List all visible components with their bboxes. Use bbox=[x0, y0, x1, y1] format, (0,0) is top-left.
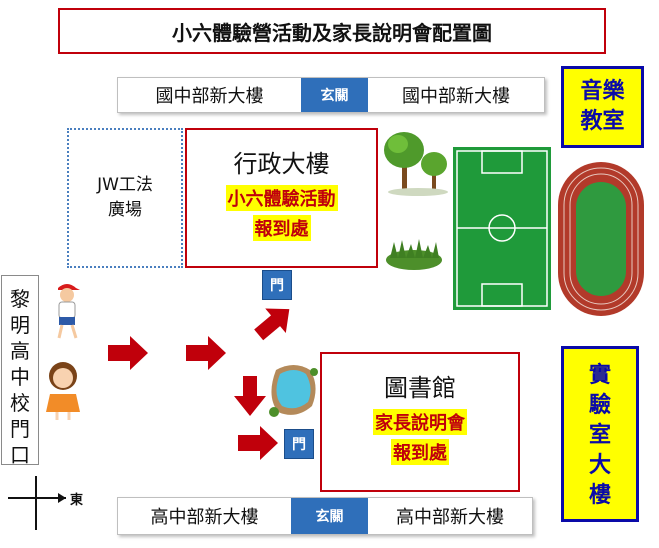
senior-high-building-left-label: 高中部新大樓 bbox=[150, 507, 259, 528]
gate-char: 校 bbox=[10, 391, 30, 415]
girl-icon bbox=[46, 362, 80, 420]
junior-high-building-right-label: 國中部新大樓 bbox=[402, 86, 510, 107]
boy-icon bbox=[57, 284, 80, 339]
arrow-right-icon bbox=[186, 336, 226, 370]
jw-plaza-line-2: 廣場 bbox=[108, 200, 142, 220]
admin-door: 門 bbox=[262, 270, 292, 300]
compass-cross-icon bbox=[8, 476, 66, 530]
soccer-field-icon bbox=[453, 147, 551, 310]
tree-icon bbox=[384, 132, 448, 196]
arrow-down-icon bbox=[234, 376, 266, 416]
admin-building: 行政大樓 小六體驗活動 報到處 bbox=[185, 128, 378, 268]
gate-char: 高 bbox=[10, 339, 30, 363]
lab-building-char: 驗 bbox=[588, 393, 611, 418]
library-checkin-label: 報到處 bbox=[391, 439, 449, 465]
senior-high-entrance: 玄關 bbox=[291, 498, 368, 534]
library-event-label: 家長說明會 bbox=[373, 409, 467, 435]
gate-char: 黎 bbox=[10, 287, 30, 311]
admin-event-label: 小六體驗活動 bbox=[225, 185, 338, 211]
music-room: 音樂 教室 bbox=[561, 66, 644, 148]
senior-high-building: 高中部新大樓 玄關 高中部新大樓 bbox=[117, 497, 533, 535]
junior-high-entrance: 玄關 bbox=[301, 78, 368, 112]
arrow-right-icon bbox=[108, 336, 148, 370]
admin-checkin-label: 報到處 bbox=[252, 215, 311, 241]
gate-char: 明 bbox=[10, 313, 30, 337]
lab-building-char: 室 bbox=[588, 423, 611, 448]
senior-high-building-right-label: 高中部新大樓 bbox=[396, 507, 504, 528]
lab-building-char: 實 bbox=[588, 363, 611, 388]
music-room-line-2: 教室 bbox=[580, 109, 625, 134]
admin-building-name: 行政大樓 bbox=[233, 150, 330, 178]
music-room-line-1: 音樂 bbox=[580, 79, 625, 104]
junior-high-building-left-label: 國中部新大樓 bbox=[155, 86, 264, 107]
diagram-title: 小六體驗營活動及家長說明會配置圖 bbox=[58, 8, 606, 54]
running-track-icon bbox=[558, 162, 644, 316]
jw-plaza-line-1: JW工法 bbox=[97, 175, 153, 195]
arrow-right-icon bbox=[238, 426, 278, 460]
lab-building: 實 驗 室 大 樓 bbox=[561, 346, 639, 522]
library-building: 圖書館 家長說明會 報到處 bbox=[320, 352, 520, 492]
gate-char: 中 bbox=[10, 365, 30, 389]
grass-icon bbox=[386, 239, 442, 270]
lab-building-char: 樓 bbox=[588, 483, 611, 508]
gate-char: 門 bbox=[10, 417, 30, 441]
library-name: 圖書館 bbox=[384, 374, 456, 402]
school-gate: 黎 明 高 中 校 門 口 bbox=[1, 275, 39, 467]
junior-high-building: 國中部新大樓 玄關 國中部新大樓 bbox=[117, 77, 545, 113]
compass-east-label: 東 bbox=[70, 493, 84, 508]
pond-icon bbox=[269, 365, 318, 417]
lab-building-char: 大 bbox=[588, 453, 611, 478]
library-door: 門 bbox=[284, 429, 314, 459]
jw-plaza: JW工法 廣場 bbox=[67, 128, 183, 268]
arrow-up-right-icon bbox=[254, 308, 290, 341]
gate-char: 口 bbox=[10, 443, 30, 467]
